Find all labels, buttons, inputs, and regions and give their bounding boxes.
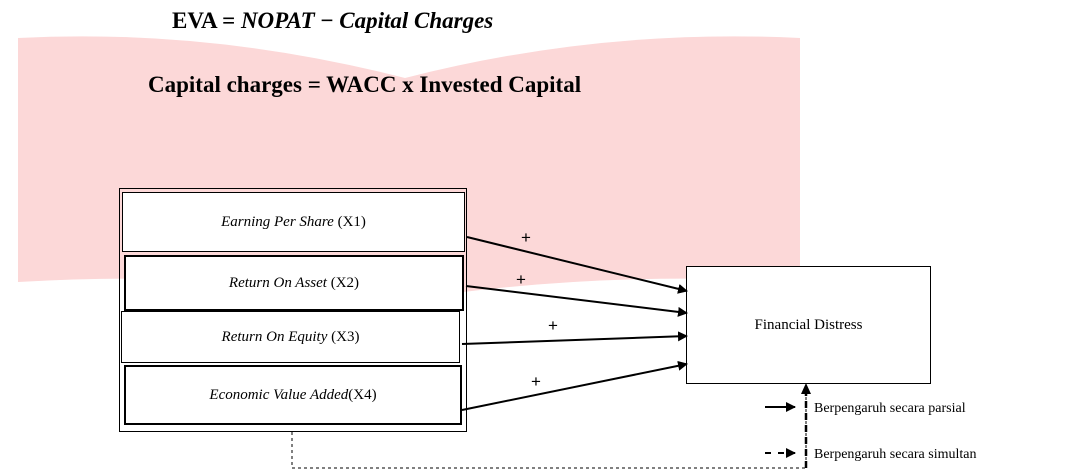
- arrow-simultaneous-dashed: [291, 392, 807, 469]
- sign-x4: +: [531, 372, 541, 391]
- sign-x2: +: [516, 270, 526, 289]
- variables-frame: [119, 188, 467, 432]
- box-economic-value-added: Economic Value Added(X4): [124, 365, 462, 425]
- x3-label: Return On Equity: [221, 328, 328, 345]
- arrow-x3-to-fd: [461, 331, 688, 345]
- sign-x1: +: [521, 228, 531, 247]
- watermark-right-page: [405, 36, 800, 300]
- eva-minus: −: [314, 8, 340, 33]
- legend-simultaneous-label: Berpengaruh secara simultan: [814, 447, 977, 462]
- box-financial-distress: Financial Distress: [686, 266, 931, 384]
- x2-code: (X2): [330, 274, 360, 291]
- box-earning-per-share: Earning Per Share (X1): [122, 192, 465, 252]
- capital-charges-formula: Capital charges = WACC x Invested Capita…: [148, 72, 582, 97]
- arrow-simultaneous-head: [801, 383, 811, 394]
- sign-x3: +: [548, 316, 558, 335]
- arrow-x1-to-fd: [466, 236, 688, 294]
- arrow-x2-to-fd: [465, 285, 688, 317]
- x1-label: Earning Per Share: [221, 213, 334, 230]
- x3-code: (X3): [331, 328, 360, 345]
- eva-capital-charges: Capital Charges: [339, 8, 494, 33]
- financial-distress-label: Financial Distress: [754, 316, 863, 333]
- eva-equals: =: [216, 8, 241, 33]
- eva-nopat: NOPAT: [240, 8, 315, 33]
- x2-label: Return On Asset: [228, 274, 327, 291]
- arrow-x4-to-fd: [461, 360, 688, 411]
- legend-partial-label: Berpengaruh secara parsial: [814, 401, 966, 416]
- box-return-on-equity: Return On Equity (X3): [121, 311, 460, 363]
- eva-formula: EVA = NOPAT − Capital Charges: [172, 8, 493, 34]
- x4-label: Economic Value Added: [209, 386, 349, 403]
- eva-label: EVA: [172, 8, 217, 33]
- box-return-on-asset: Return On Asset (X2): [124, 255, 464, 311]
- x4-code: (X4): [348, 386, 377, 403]
- x1-code: (X1): [337, 213, 366, 230]
